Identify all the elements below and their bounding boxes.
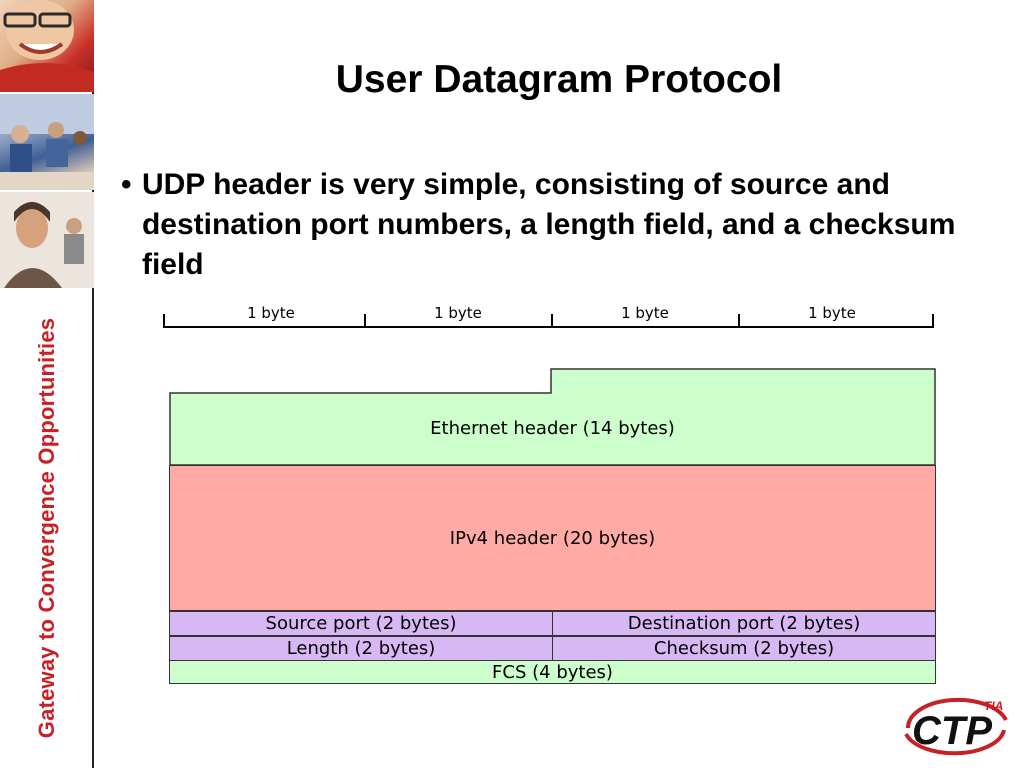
logo-superscript: TIA [984, 699, 1003, 713]
ruler-tick [551, 314, 553, 328]
destination-port-field: Destination port (2 bytes) [552, 611, 936, 636]
udp-frame-diagram: 1 byte 1 byte 1 byte 1 byte Ethernet hea… [160, 300, 940, 690]
photo-woman [0, 192, 94, 288]
byte-label: 1 byte [247, 304, 295, 322]
bullet-item: • UDP header is very simple, consisting … [121, 165, 1001, 285]
bullet-marker: • [121, 168, 132, 201]
ethernet-header-shape [169, 368, 936, 466]
ethernet-header-label: Ethernet header (14 bytes) [430, 418, 675, 439]
checksum-field: Checksum (2 bytes) [552, 636, 936, 661]
byte-label: 1 byte [808, 304, 856, 322]
ruler-line [163, 326, 934, 328]
byte-label: 1 byte [621, 304, 669, 322]
classroom-graphic [0, 94, 94, 190]
ctp-logo: TIA CTP [904, 697, 1008, 756]
ipv4-header-block: IPv4 header (20 bytes) [169, 465, 936, 611]
length-field: Length (2 bytes) [169, 636, 553, 661]
photo-classroom [0, 94, 94, 190]
photo-person-glasses [0, 0, 94, 92]
sidebar: Gateway to Convergence Opportunities [0, 0, 94, 768]
person-glasses-graphic [0, 0, 94, 92]
ruler-tick [163, 314, 165, 328]
woman-graphic [0, 192, 94, 288]
logo-text: CTP [912, 709, 992, 753]
byte-label: 1 byte [434, 304, 482, 322]
ruler-tick [932, 314, 934, 328]
source-port-field: Source port (2 bytes) [169, 611, 553, 636]
slide-title: User Datagram Protocol [335, 58, 783, 101]
ruler-tick [364, 314, 366, 328]
byte-ruler: 1 byte 1 byte 1 byte 1 byte [163, 300, 934, 330]
sidebar-caption: Gateway to Convergence Opportunities [34, 317, 59, 739]
ruler-tick [738, 314, 740, 328]
bullet-text: UDP header is very simple, consisting of… [141, 168, 956, 281]
fcs-block: FCS (4 bytes) [169, 660, 936, 684]
ethernet-header-block: Ethernet header (14 bytes) [169, 368, 936, 466]
